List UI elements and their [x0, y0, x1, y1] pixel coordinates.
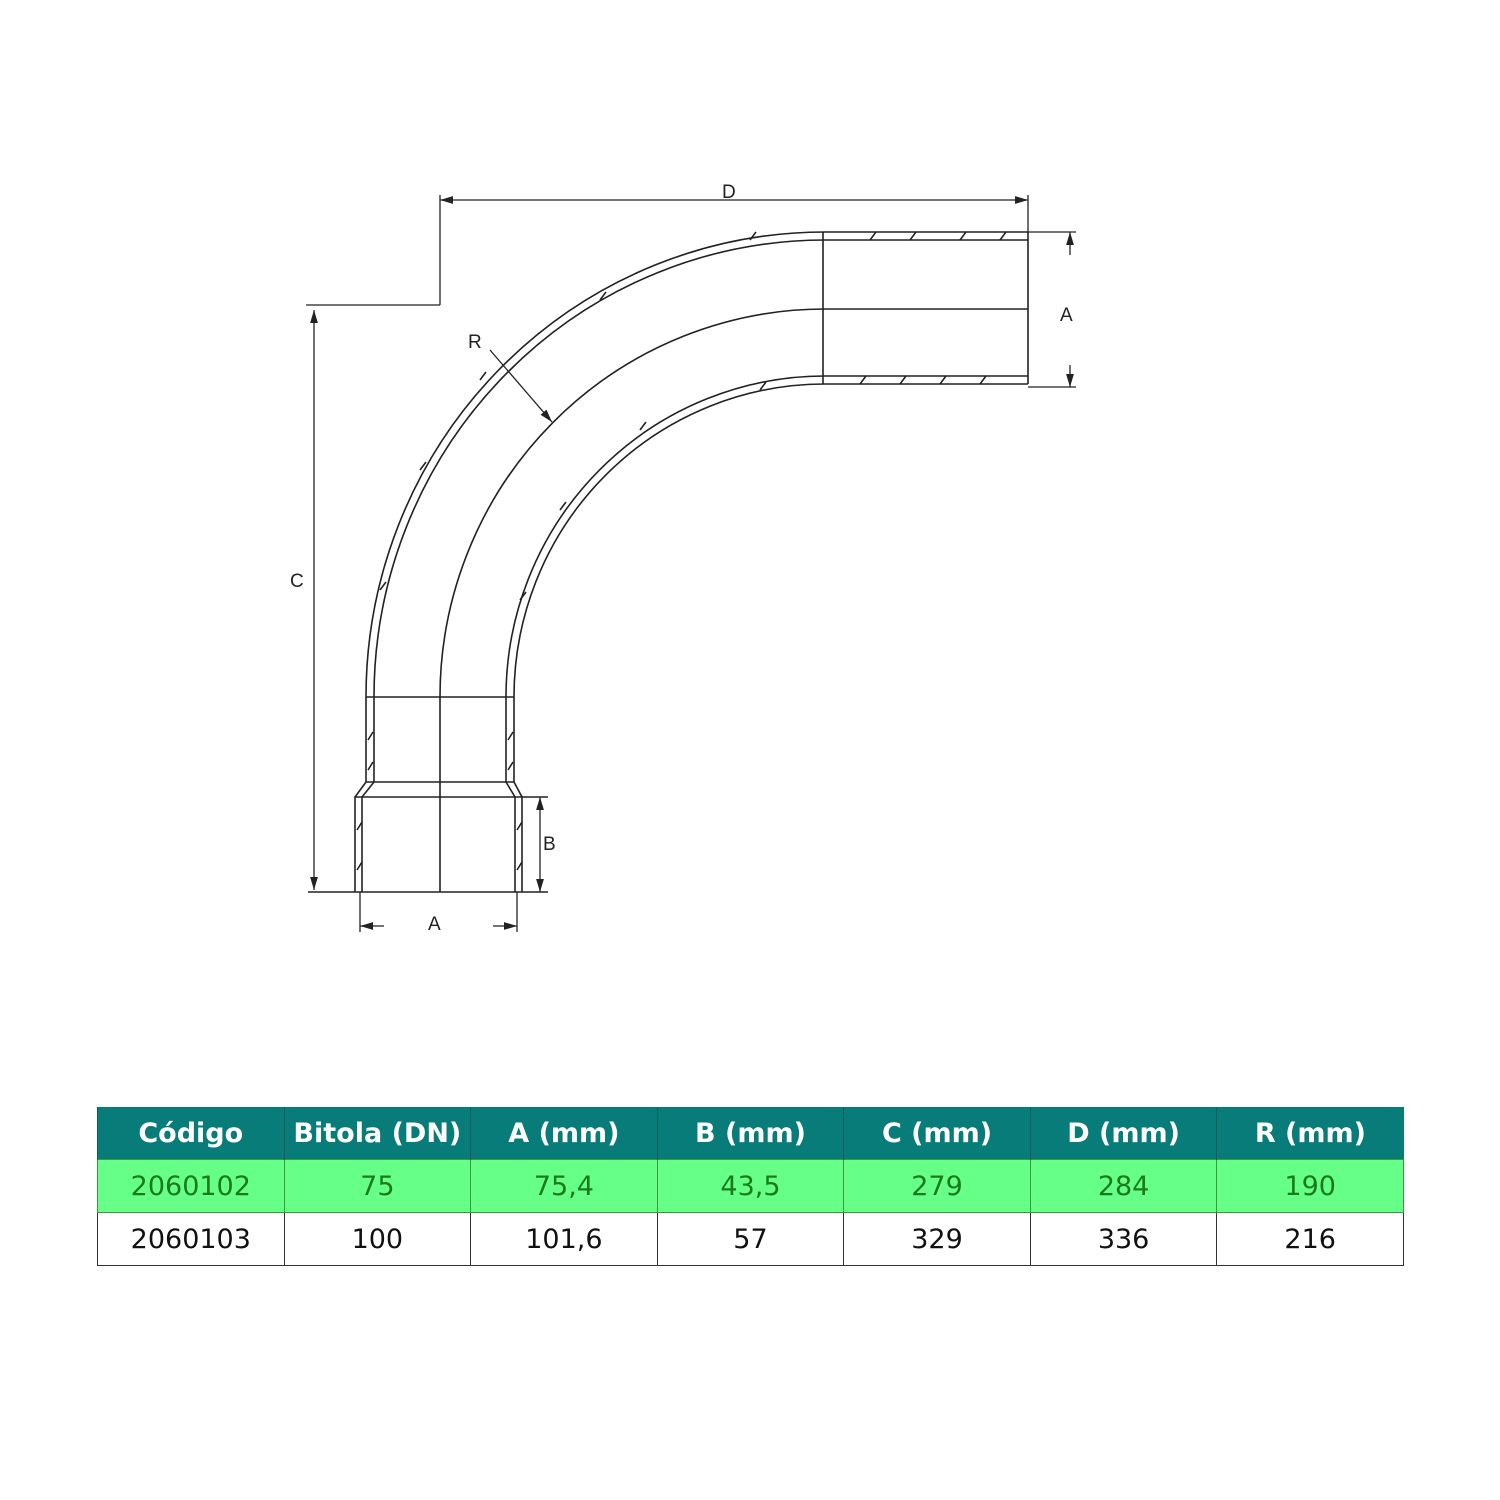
- cell: 75: [283, 1159, 472, 1213]
- table-row-highlighted: 2060102 75 75,4 43,5 279 284 190: [97, 1159, 1404, 1213]
- cell: 101,6: [470, 1212, 658, 1266]
- header-a: A (mm): [470, 1107, 658, 1160]
- header-r: R (mm): [1216, 1107, 1404, 1160]
- cell: 2060103: [97, 1212, 285, 1266]
- cell: 284: [1029, 1159, 1218, 1213]
- dimension-label-a-right: A: [1060, 305, 1073, 326]
- cell: 100: [283, 1212, 472, 1266]
- header-c: C (mm): [843, 1107, 1031, 1160]
- cell: 216: [1216, 1212, 1404, 1266]
- cell: 57: [656, 1212, 845, 1266]
- header-codigo: Código: [97, 1107, 285, 1160]
- dimension-label-r: R: [468, 332, 482, 353]
- header-b: B (mm): [656, 1107, 844, 1160]
- cell: 2060102: [97, 1159, 285, 1213]
- cell: 43,5: [656, 1159, 845, 1213]
- dimension-lines: [306, 195, 1076, 932]
- cell: 279: [843, 1159, 1031, 1213]
- pipe-bend-technical-drawing: D A R C B A: [290, 182, 1076, 935]
- header-d: D (mm): [1029, 1107, 1217, 1160]
- dimensions-table: Código Bitola (DN) A (mm) B (mm) C (mm) …: [97, 1107, 1404, 1266]
- header-bitola: Bitola (DN): [283, 1107, 471, 1160]
- dimension-label-c: C: [290, 571, 304, 592]
- pipe-outline: [308, 231, 1029, 893]
- dimension-label-a-bottom: A: [428, 914, 441, 935]
- cell: 336: [1029, 1212, 1218, 1266]
- table-row: 2060103 100 101,6 57 329 336 216: [97, 1212, 1404, 1266]
- dimension-label-d: D: [722, 182, 736, 203]
- table-header-row: Código Bitola (DN) A (mm) B (mm) C (mm) …: [97, 1107, 1404, 1160]
- cell: 75,4: [470, 1159, 658, 1213]
- cell: 190: [1216, 1159, 1404, 1213]
- dimension-label-b: B: [543, 834, 556, 855]
- cell: 329: [843, 1212, 1031, 1266]
